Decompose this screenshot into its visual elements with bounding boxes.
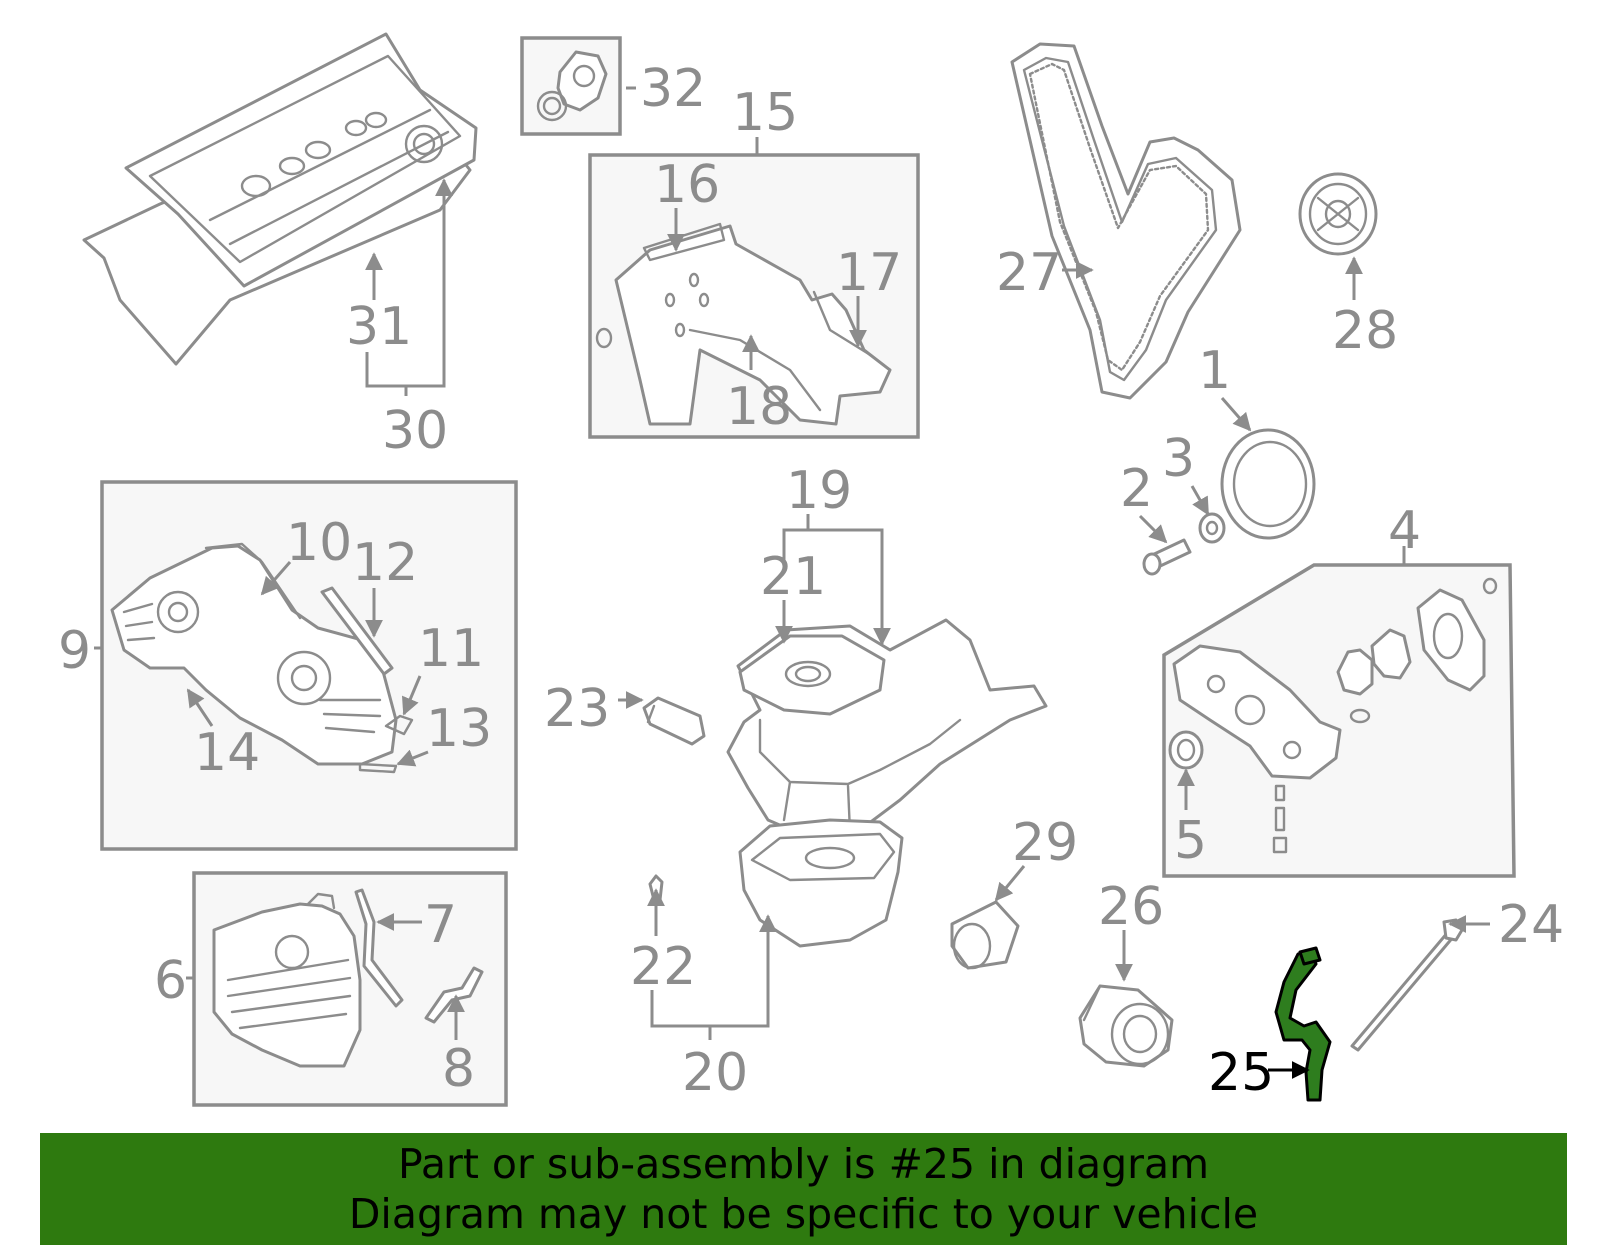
callout-6: 6	[154, 951, 187, 1011]
banner-line-2: Diagram may not be specific to your vehi…	[348, 1190, 1259, 1238]
callout-24: 24	[1498, 895, 1564, 955]
front-seal	[1220, 428, 1316, 540]
oil-strainer-23	[642, 696, 706, 746]
callout-23: 23	[544, 679, 610, 739]
lower-timing-cover	[110, 542, 414, 774]
bushing	[950, 900, 1020, 970]
callout-8: 8	[442, 1039, 475, 1099]
callout-7: 7	[424, 895, 457, 955]
callout-27: 27	[996, 243, 1062, 303]
callout-30: 30	[382, 401, 448, 461]
leader-29	[994, 865, 1026, 902]
callout-15: 15	[732, 83, 798, 143]
bolt	[1142, 538, 1192, 576]
dipstick-tube-highlighted[interactable]	[1274, 946, 1332, 1102]
oil-pump-assembly	[1168, 577, 1498, 854]
callout-12: 12	[352, 533, 418, 593]
oil-filler-cap	[536, 50, 608, 122]
leader-19	[782, 514, 884, 566]
timing-belt	[1010, 42, 1242, 400]
callout-13: 13	[426, 699, 492, 759]
callout-32: 32	[640, 59, 706, 119]
banner-line-1: Part or sub-assembly is #25 in diagram	[397, 1140, 1210, 1188]
oil-filter	[1078, 984, 1174, 1068]
leader-11	[401, 675, 422, 716]
leader-2	[1138, 514, 1168, 544]
leader-20	[650, 930, 770, 1040]
callout-29: 29	[1012, 813, 1078, 873]
oil-pan-lower	[738, 818, 904, 948]
callout-31: 31	[346, 297, 412, 357]
callout-9: 9	[58, 621, 91, 681]
callout-22: 22	[630, 937, 696, 997]
callout-28: 28	[1332, 301, 1398, 361]
callout-17: 17	[836, 243, 902, 303]
leader-10	[260, 561, 292, 596]
callout-labels: 32 15 16 17 18 31 30 27 28 1 2 3 4 5 19 …	[58, 59, 1564, 1103]
cam-sprocket	[1298, 172, 1378, 256]
oil-pan-upper	[726, 618, 1048, 840]
dipstick	[1350, 918, 1464, 1052]
washer	[1198, 512, 1226, 544]
callout-14: 14	[194, 723, 260, 783]
callout-16: 16	[654, 155, 720, 215]
info-banner: Part or sub-assembly is #25 in diagram D…	[40, 1133, 1567, 1245]
timing-cover-upper	[595, 222, 892, 426]
callout-19: 19	[786, 461, 852, 521]
callout-2: 2	[1120, 459, 1153, 519]
callout-26: 26	[1098, 877, 1164, 937]
callout-1: 1	[1198, 341, 1231, 401]
leader-1	[1220, 397, 1252, 432]
callout-25: 25	[1208, 1043, 1274, 1103]
callout-21: 21	[760, 547, 826, 607]
leader-14	[186, 688, 214, 727]
leader-lines	[94, 86, 1490, 1079]
callout-20: 20	[682, 1043, 748, 1103]
valve-cover-assembly	[82, 32, 478, 366]
callout-18: 18	[726, 377, 792, 437]
callout-11: 11	[418, 619, 484, 679]
leader-13	[396, 749, 429, 767]
callout-10: 10	[286, 513, 352, 573]
callout-5: 5	[1174, 811, 1207, 871]
callout-4: 4	[1388, 501, 1421, 561]
callout-3: 3	[1162, 429, 1195, 489]
leader-3	[1190, 485, 1210, 516]
